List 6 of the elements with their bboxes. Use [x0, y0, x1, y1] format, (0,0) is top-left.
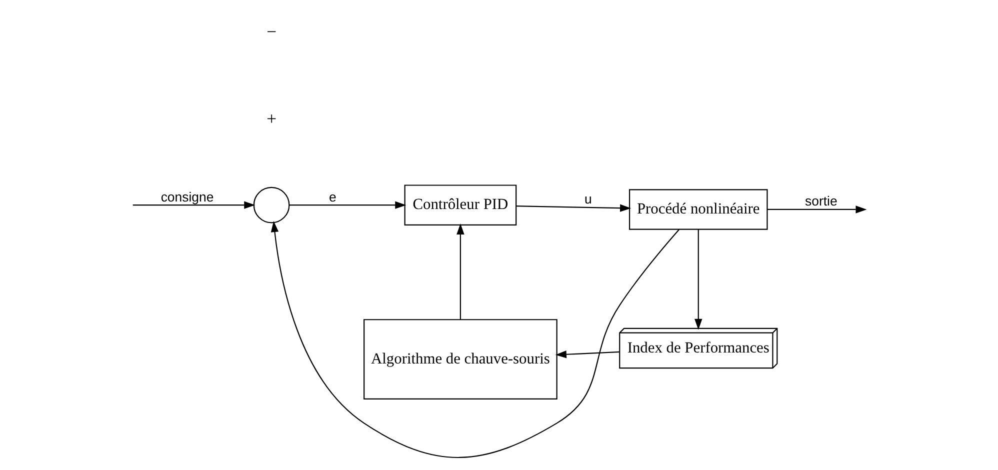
- edge-label: sortie: [805, 193, 838, 208]
- edge-label: consigne: [160, 188, 214, 204]
- label: +: [266, 108, 277, 128]
- label: −: [266, 20, 277, 41]
- edge-label: e: [329, 188, 336, 204]
- edge-label: u: [584, 191, 592, 206]
